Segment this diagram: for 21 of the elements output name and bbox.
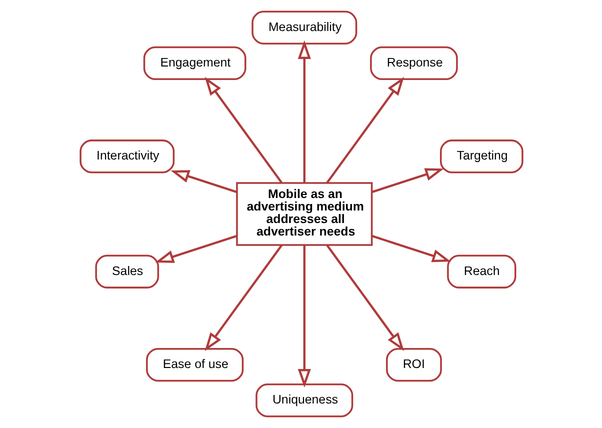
node-box: Interactivity (79, 140, 174, 174)
node-box: ROI (386, 348, 442, 382)
node-box: Mobile as an advertising medium addresses all advertiser needs (236, 182, 372, 246)
node-box: Targeting (439, 140, 523, 174)
node-box: Uniqueness (255, 384, 353, 418)
arrow (204, 76, 282, 184)
arrow (204, 244, 282, 352)
arrow (170, 170, 237, 194)
arrow (371, 234, 450, 262)
node-box: Engagement (142, 46, 246, 80)
node-box: Sales (94, 254, 159, 288)
node-box: Response (370, 46, 458, 80)
arrow (326, 244, 404, 352)
arrow (371, 168, 444, 194)
arrow (154, 234, 237, 263)
arrow (297, 40, 310, 183)
arrow (297, 245, 310, 388)
node-box: Measurability (251, 10, 357, 44)
arrow (326, 76, 404, 184)
node-box: Ease of use (146, 348, 244, 382)
node-box: Reach (446, 254, 516, 288)
